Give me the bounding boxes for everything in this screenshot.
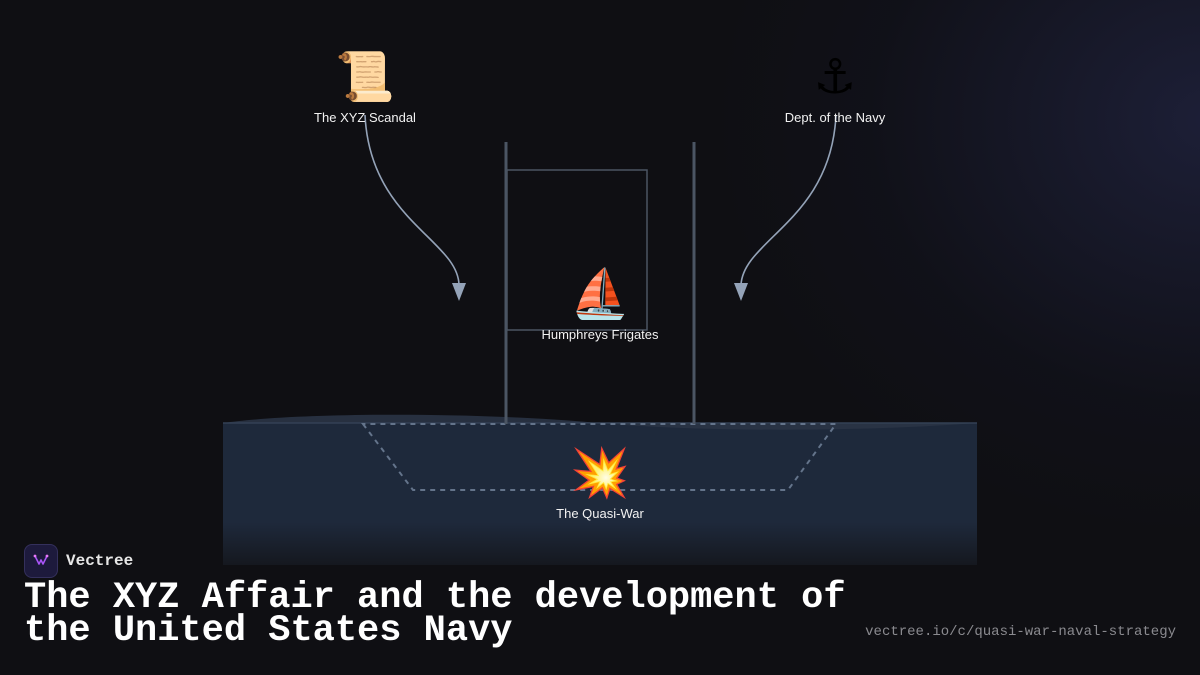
node-label: Dept. of the Navy bbox=[784, 110, 886, 125]
arrow-head-left bbox=[452, 283, 466, 301]
vectree-logo-icon bbox=[24, 544, 58, 578]
brand-name: Vectree bbox=[66, 552, 134, 570]
page-title: The XYZ Affair and the development of th… bbox=[24, 577, 846, 652]
node-dept-navy: ⚓ Dept. of the Navy bbox=[785, 50, 885, 125]
explosion-icon: 💥 bbox=[570, 445, 630, 501]
frame-box bbox=[506, 169, 648, 331]
brand[interactable]: Vectree bbox=[24, 544, 133, 578]
node-label: Humphreys Frigates bbox=[541, 327, 659, 342]
scroll-icon: 📜 bbox=[335, 49, 395, 105]
node-quasi-war: 💥 The Quasi-War bbox=[556, 446, 644, 521]
sailboat-icon: ⛵ bbox=[570, 266, 630, 322]
arrow-curve-right bbox=[740, 114, 837, 286]
course-url[interactable]: vectree.io/c/quasi-war-naval-strategy bbox=[865, 624, 1176, 640]
node-label: The Quasi-War bbox=[556, 506, 644, 521]
water-surface bbox=[223, 414, 977, 430]
anchor-icon: ⚓ bbox=[813, 49, 857, 105]
node-label: The XYZ Scandal bbox=[314, 110, 416, 125]
water-body bbox=[223, 423, 977, 565]
arrow-curve-left bbox=[364, 114, 460, 286]
node-humphreys-frigates: ⛵ Humphreys Frigates bbox=[541, 267, 658, 342]
node-xyz-scandal: 📜 The XYZ Scandal bbox=[314, 50, 416, 125]
arrow-head-right bbox=[734, 283, 748, 301]
